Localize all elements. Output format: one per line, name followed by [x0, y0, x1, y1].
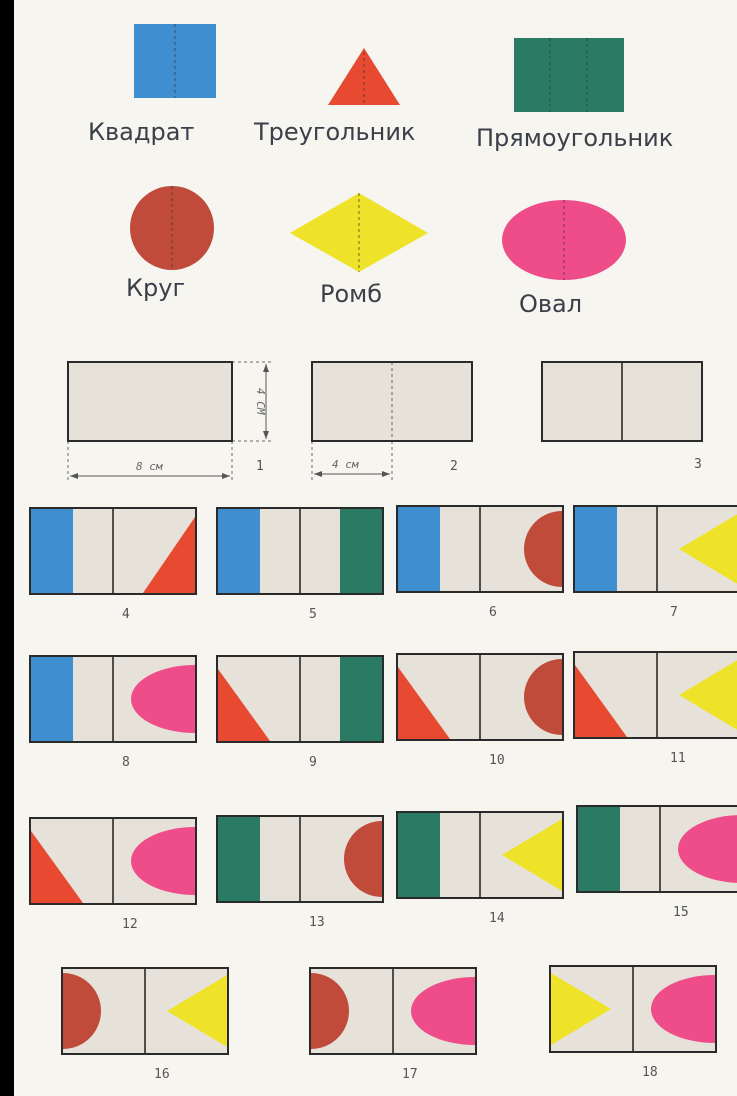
square-icon	[31, 509, 73, 593]
card-number-15: 15	[673, 905, 689, 920]
domino-card-10: 10	[397, 654, 563, 768]
rectangle-icon	[340, 509, 382, 593]
card-number-10: 10	[489, 753, 505, 768]
shape-label-pryamougolnik: Прямоугольник	[476, 124, 673, 152]
domino-card-14: 14	[397, 812, 563, 926]
domino-card-5: 5	[217, 508, 383, 622]
card-number-18: 18	[642, 1065, 658, 1080]
domino-card-16: 16	[62, 968, 228, 1082]
card-number-9: 9	[309, 755, 317, 770]
domino-sheet: Квадрат Треугольник Прямоугольник Круг Р…	[14, 0, 737, 1096]
card-number-6: 6	[489, 605, 497, 620]
card-number-3: 3	[694, 457, 702, 472]
shape-label-treugolnik: Треугольник	[253, 118, 415, 146]
domino-card-4: 4	[30, 508, 196, 622]
card-number-8: 8	[122, 755, 130, 770]
shape-label-kvadrat: Квадрат	[88, 118, 194, 146]
template-card-1: 4 СМ 8 см 1	[68, 362, 272, 482]
shape-legend: Квадрат Треугольник Прямоугольник Круг Р…	[88, 24, 673, 318]
template-cards: 4 СМ 8 см 1 4 см 2	[68, 362, 702, 482]
domino-card-7: 7	[574, 506, 737, 620]
half-dimension-label: 4 см	[332, 458, 359, 471]
card-number-13: 13	[309, 915, 325, 930]
card-number-5: 5	[309, 607, 317, 622]
shape-label-oval: Овал	[519, 290, 582, 318]
template-card-3: 3	[542, 362, 702, 472]
domino-card-11: 11	[574, 652, 737, 766]
card-number-4: 4	[122, 607, 130, 622]
square-icon	[218, 509, 260, 593]
domino-card-12: 12	[30, 818, 196, 932]
card-number-17: 17	[402, 1067, 418, 1082]
card-number-2: 2	[450, 459, 458, 474]
template-card-2: 4 см 2	[312, 362, 472, 480]
domino-card-18: 18	[550, 966, 716, 1080]
rectangle-icon	[398, 813, 440, 897]
rectangle-icon	[514, 38, 624, 112]
shape-label-krug: Круг	[126, 274, 185, 302]
card-number-12: 12	[122, 917, 138, 932]
domino-card-15: 15	[577, 806, 737, 920]
square-icon	[575, 507, 617, 591]
square-icon	[31, 657, 73, 741]
square-icon	[398, 507, 440, 591]
domino-card-9: 9	[217, 656, 383, 770]
card-number-14: 14	[489, 911, 505, 926]
height-dimension-label: 4 СМ	[254, 388, 267, 415]
domino-card-8: 8	[30, 656, 196, 770]
domino-card-13: 13	[217, 816, 383, 930]
domino-card-17: 17	[310, 968, 476, 1082]
card-number-1: 1	[256, 459, 264, 474]
rectangle-icon	[340, 657, 382, 741]
domino-card-6: 6	[397, 506, 563, 620]
card-number-7: 7	[670, 605, 678, 620]
card-number-11: 11	[670, 751, 686, 766]
width-dimension-label: 8 см	[136, 460, 163, 473]
shape-label-romb: Ромб	[320, 280, 382, 308]
rectangle-icon	[578, 807, 620, 891]
card-number-16: 16	[154, 1067, 170, 1082]
rectangle-icon	[218, 817, 260, 901]
shapes-and-domino-cards: Квадрат Треугольник Прямоугольник Круг Р…	[14, 0, 737, 1096]
domino-cards: 4 5 6 7 8 9 10 11 12 13 14 15 16 17 18	[30, 506, 737, 1082]
